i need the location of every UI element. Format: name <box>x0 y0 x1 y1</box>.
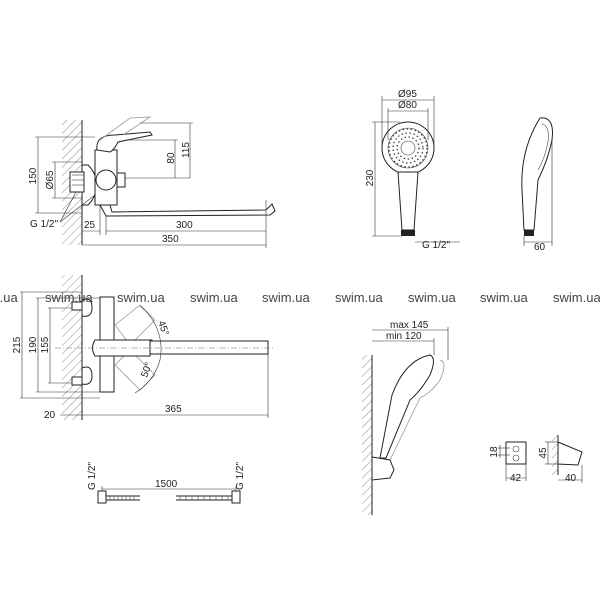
shower-head <box>381 121 435 175</box>
lever <box>96 131 153 153</box>
watermark-text: swim.ua <box>480 290 528 305</box>
faucet-top-view: 45° 50° 215 190 155 20 365 <box>12 275 275 421</box>
hand-shower-on-holder: max 145 min 120 <box>362 320 449 515</box>
dim-300: 300 <box>176 220 193 231</box>
watermark-text: swim.ua <box>335 290 383 305</box>
dim-215: 215 <box>12 336 23 353</box>
dim-150: 150 <box>28 167 39 184</box>
hand-shower-front-view: Ø95 Ø80 230 G 1/2" <box>365 89 460 251</box>
holder-side-view: 45 40 <box>538 435 583 484</box>
thread-label-right: G 1/2" <box>235 462 246 490</box>
holder-front-view: 18 42 <box>489 441 527 484</box>
thread-label: G 1/2" <box>422 240 450 251</box>
dim-diameter-65: Ø65 <box>45 170 56 189</box>
shower-handle <box>397 171 419 231</box>
dim-diameter-95: Ø95 <box>398 89 417 100</box>
watermark-text: swim.ua <box>190 290 238 305</box>
dim-115: 115 <box>181 142 192 158</box>
dim-42: 42 <box>510 473 522 484</box>
dim-diameter-80: Ø80 <box>398 100 417 111</box>
faucet-side-view: 150 Ø65 80 115 25 300 350 G 1/2" <box>28 116 276 248</box>
dim-min-120: min 120 <box>386 331 422 342</box>
hand-shower-side-view: 60 <box>521 117 553 253</box>
dim-80: 80 <box>166 152 177 164</box>
watermark-text: swim.ua <box>262 290 310 305</box>
dim-18: 18 <box>489 446 500 458</box>
dim-190: 190 <box>28 336 39 353</box>
dim-350: 350 <box>162 234 179 245</box>
watermark-text: swim.ua <box>553 290 600 305</box>
dim-155: 155 <box>40 336 51 353</box>
dim-45: 45 <box>538 447 549 459</box>
dim-365: 365 <box>165 404 182 415</box>
dim-60: 60 <box>534 242 546 253</box>
watermark-text: swim.ua <box>408 290 456 305</box>
watermark-text: swim.ua <box>0 290 18 305</box>
shower-hose: 1500 G 1/2" G 1/2" <box>87 462 246 504</box>
spout-top <box>149 340 269 355</box>
watermark-text: swim.ua <box>45 290 93 305</box>
thread-label: G 1/2" <box>30 219 58 230</box>
watermark-text: swim.ua <box>117 290 165 305</box>
dim-20: 20 <box>44 410 56 421</box>
angle-50: 50° <box>139 361 155 379</box>
watermark-row: swim.ua swim.ua swim.ua swim.ua swim.ua … <box>0 290 600 305</box>
dim-25: 25 <box>84 220 96 231</box>
thread-label-left: G 1/2" <box>87 462 98 490</box>
dim-230: 230 <box>365 169 376 186</box>
dim-40: 40 <box>565 473 577 484</box>
spout <box>99 203 276 217</box>
angle-45: 45° <box>155 319 171 337</box>
hand-shower <box>379 354 434 459</box>
dim-max-145: max 145 <box>390 320 429 331</box>
dim-1500: 1500 <box>155 479 178 490</box>
